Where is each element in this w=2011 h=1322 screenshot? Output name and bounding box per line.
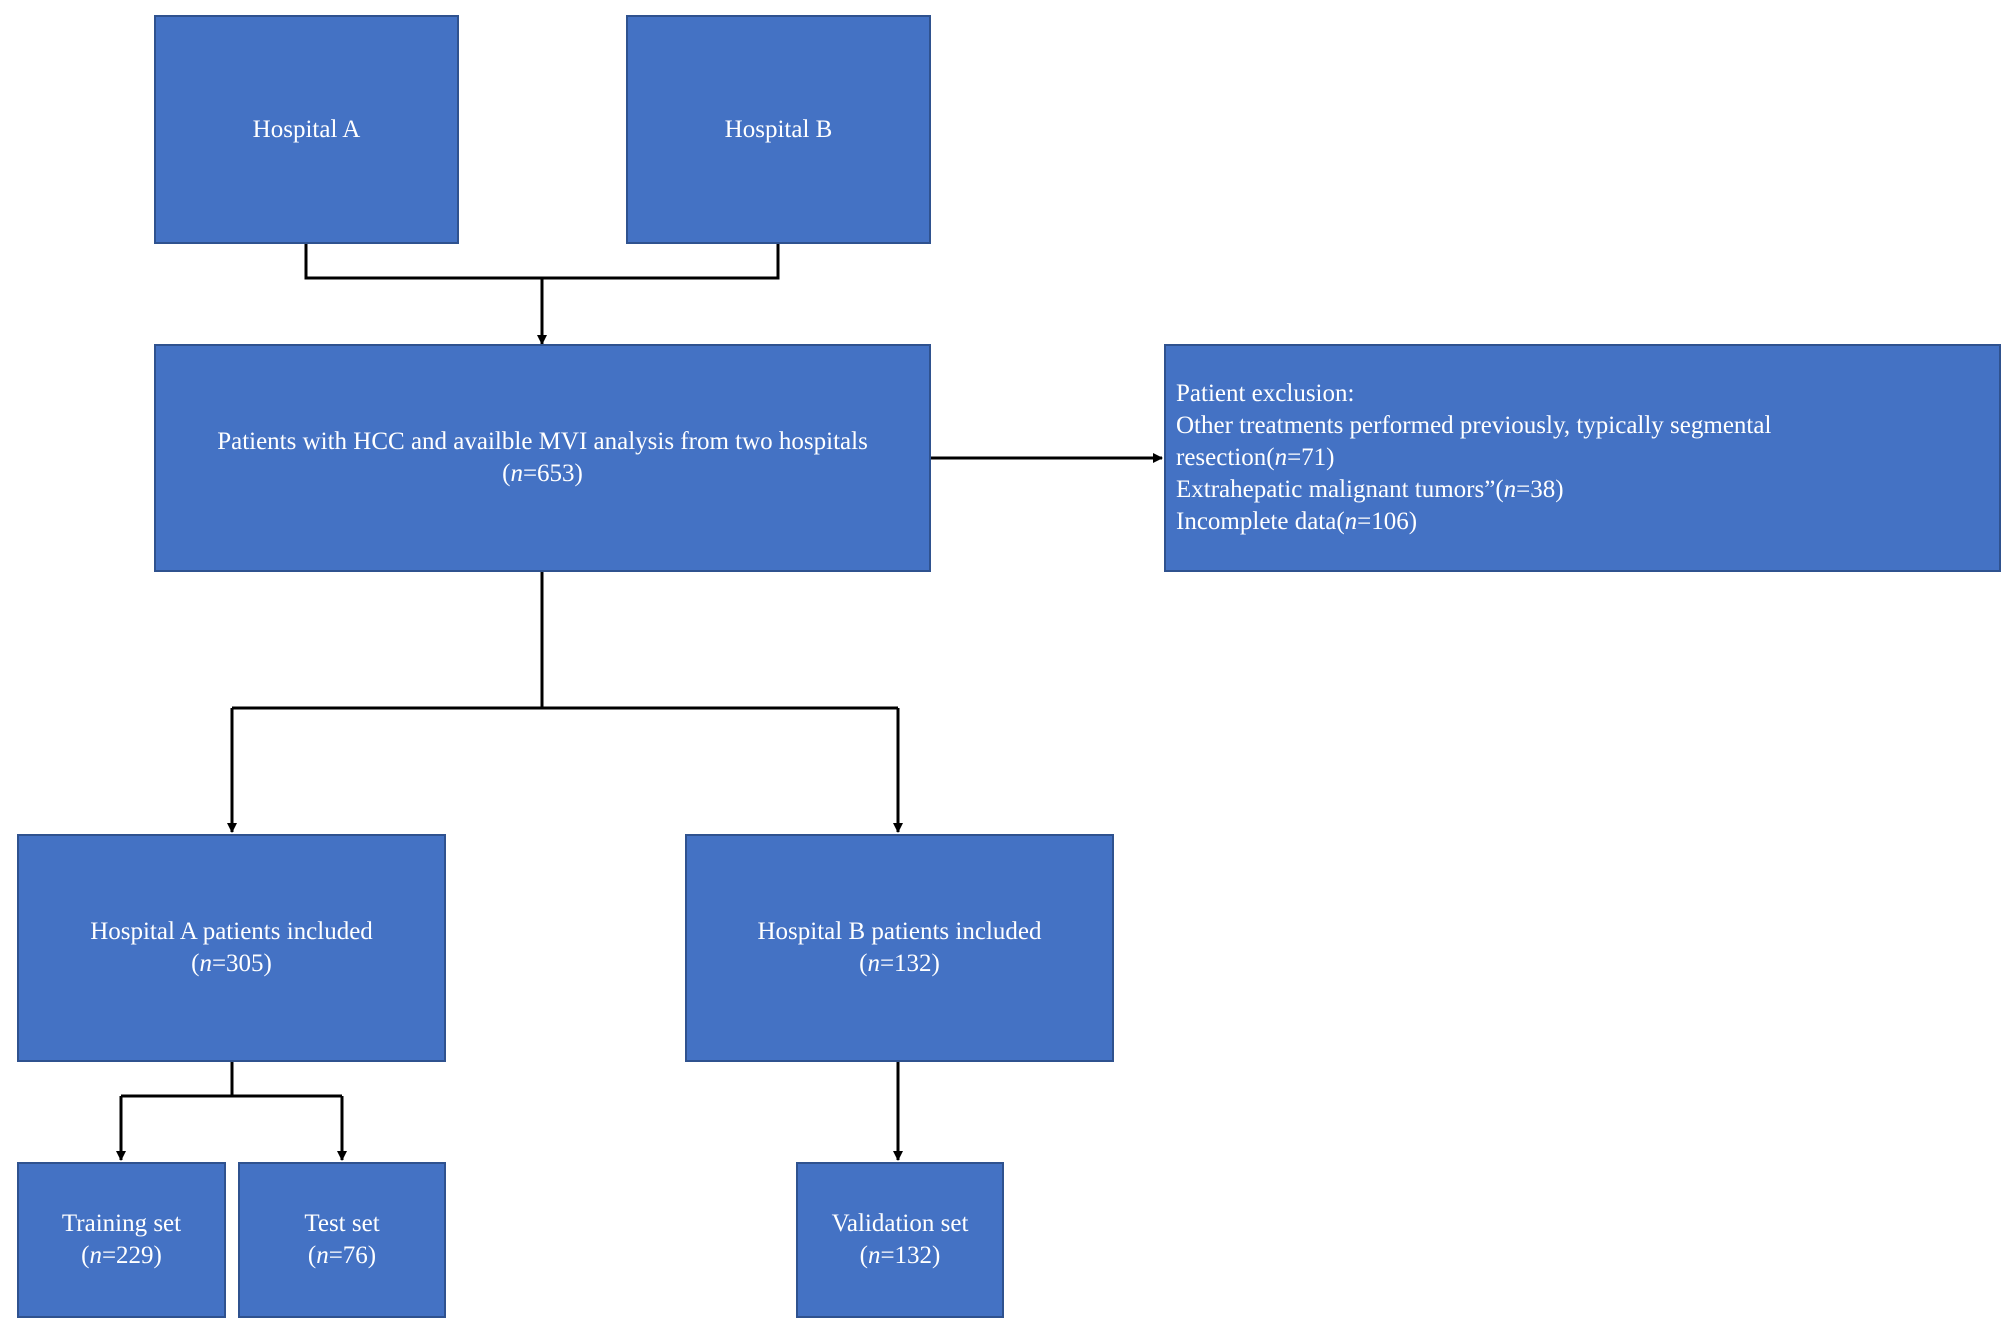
count-open-paren: ( — [859, 1242, 868, 1269]
hospital-a-box: Hospital A — [154, 15, 459, 244]
exclusion-line-3-value: =38) — [1516, 476, 1564, 503]
hospital-a-label: Hospital A — [252, 115, 361, 143]
count-n-symbol: n — [510, 460, 523, 487]
patient-pool-box: Patients with HCC and availble MVI analy… — [154, 344, 931, 572]
count-value: =132) — [879, 950, 940, 977]
count-value: =76) — [328, 1242, 377, 1269]
exclusion-line-4-text: Incomplete data( — [1176, 508, 1345, 535]
test-set-box: Test set (n=76) — [238, 1162, 446, 1318]
training-set-box: Training set (n=229) — [17, 1162, 226, 1318]
count-n-symbol: n — [867, 950, 880, 977]
exclusion-line-2: resection(n=71) — [1176, 442, 1335, 474]
exclusion-title: Patient exclusion: — [1176, 380, 1355, 407]
exclusion-line-4: Incomplete data(n=106) — [1176, 506, 1417, 538]
hospital-b-included-count: (n=132) — [859, 948, 940, 980]
hospital-a-included-box: Hospital A patients included (n=305) — [17, 834, 446, 1062]
validation-set-label: Validation set — [831, 1210, 969, 1237]
hospital-a-included-label: Hospital A patients included — [90, 918, 373, 945]
hospital-b-label: Hospital B — [724, 115, 833, 143]
exclusion-line-2-value: =71) — [1287, 444, 1335, 471]
training-set-count: (n=229) — [81, 1240, 162, 1272]
count-open-paren: ( — [502, 460, 511, 487]
count-value: =653) — [522, 460, 583, 487]
exclusion-line-3: Extrahepatic malignant tumors”(n=38) — [1176, 474, 1564, 506]
test-set-label: Test set — [304, 1210, 380, 1237]
exclusion-line-3-n-symbol: n — [1503, 476, 1517, 503]
count-open-paren: ( — [307, 1242, 317, 1269]
count-open-paren: ( — [81, 1242, 90, 1269]
validation-set-count: (n=132) — [860, 1240, 941, 1272]
patient-pool-label: Patients with HCC and availble MVI analy… — [217, 428, 868, 455]
exclusion-line-2-n-symbol: n — [1274, 444, 1288, 471]
hospital-b-included-label: Hospital B patients included — [757, 918, 1042, 945]
hospital-b-included-box: Hospital B patients included (n=132) — [685, 834, 1114, 1062]
exclusion-line-1: Other treatments performed previously, t… — [1176, 412, 1772, 439]
test-set-count: (n=76) — [308, 1240, 376, 1272]
patient-pool-count: (n=653) — [502, 458, 583, 490]
count-n-symbol: n — [199, 950, 212, 977]
count-value: =229) — [101, 1242, 162, 1269]
count-n-symbol: n — [89, 1242, 102, 1269]
count-open-paren: ( — [191, 950, 200, 977]
count-open-paren: ( — [859, 950, 868, 977]
count-n-symbol: n — [867, 1242, 881, 1269]
count-value: =132) — [880, 1242, 941, 1269]
exclusion-line-4-value: =106) — [1357, 508, 1418, 535]
validation-set-box: Validation set (n=132) — [796, 1162, 1004, 1318]
count-n-symbol: n — [316, 1242, 329, 1269]
exclusion-line-4-n-symbol: n — [1344, 508, 1358, 535]
exclusion-line-3-text: Extrahepatic malignant tumors”( — [1176, 476, 1504, 503]
hospital-a-included-count: (n=305) — [191, 948, 272, 980]
exclusion-box: Patient exclusion: Other treatments perf… — [1164, 344, 2001, 572]
hospital-b-box: Hospital B — [626, 15, 931, 244]
connector-hospitals-merge — [304, 244, 780, 280]
training-set-label: Training set — [61, 1210, 182, 1237]
exclusion-line-2-text: resection( — [1176, 444, 1275, 471]
count-value: =305) — [211, 950, 272, 977]
